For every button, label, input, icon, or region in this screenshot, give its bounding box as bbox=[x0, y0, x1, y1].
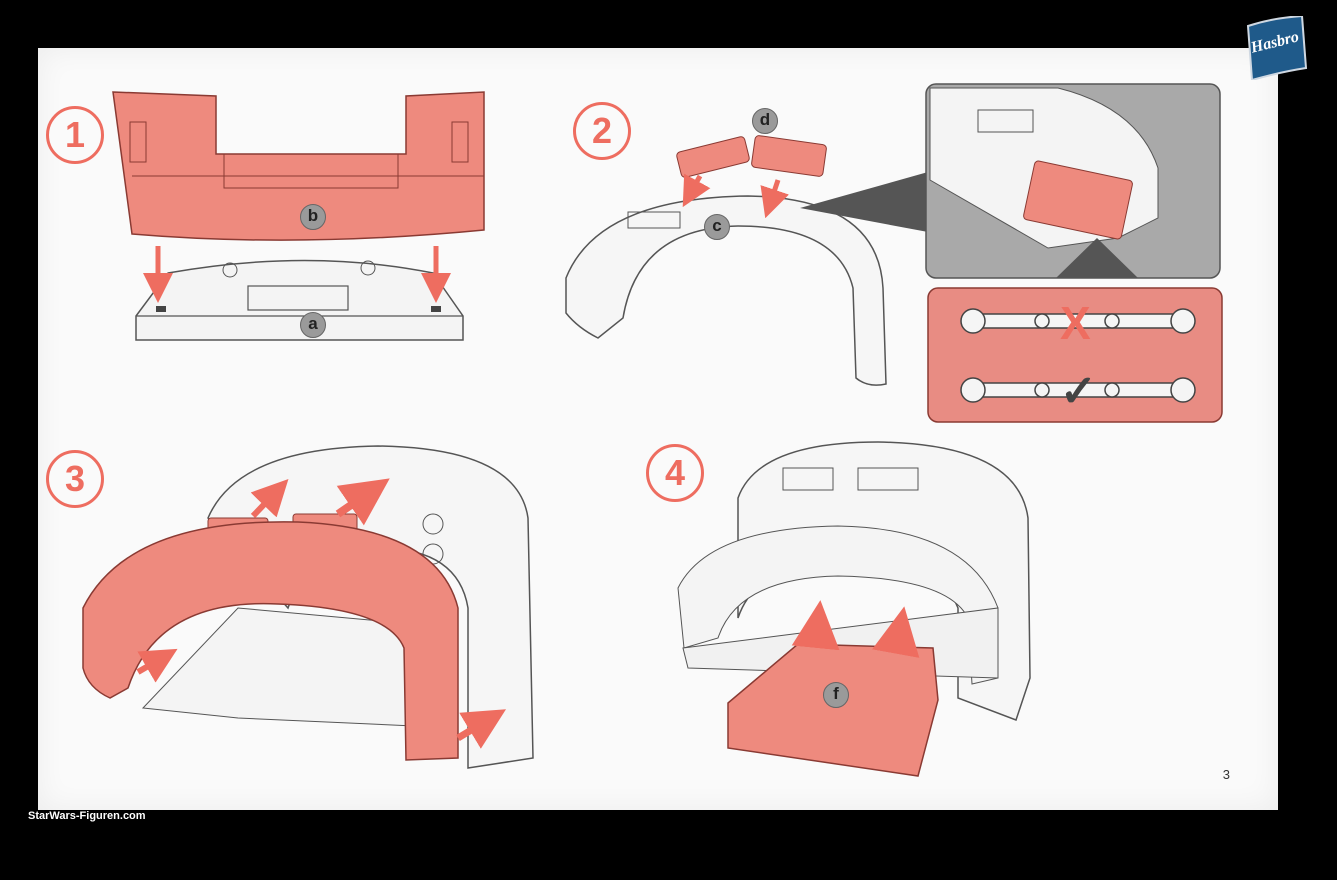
incorrect-mark: X bbox=[1060, 297, 1091, 349]
step3-illustration bbox=[82, 445, 534, 769]
part-label-b: b bbox=[300, 204, 326, 230]
illustrations bbox=[82, 83, 1223, 777]
instruction-page: 1 2 3 4 b a d c f X ✓ 3 bbox=[38, 48, 1278, 810]
logo-shape bbox=[1246, 16, 1308, 80]
part-label-a: a bbox=[300, 312, 326, 338]
page-number: 3 bbox=[1222, 767, 1230, 782]
part-label-c: c bbox=[704, 214, 730, 240]
step1-illustration bbox=[112, 91, 485, 341]
step-number-3: 3 bbox=[46, 450, 104, 508]
step-number-2: 2 bbox=[573, 102, 631, 160]
step-number-1: 1 bbox=[46, 106, 104, 164]
hasbro-logo: Hasbro bbox=[1242, 16, 1308, 80]
correct-mark: ✓ bbox=[1060, 367, 1097, 416]
step2-illustration bbox=[565, 83, 1223, 423]
watermark: StarWars-Figuren.com bbox=[28, 810, 146, 822]
part-label-f: f bbox=[823, 682, 849, 708]
step4-illustration bbox=[677, 441, 1031, 777]
step-number-4: 4 bbox=[646, 444, 704, 502]
part-label-d: d bbox=[752, 108, 778, 134]
